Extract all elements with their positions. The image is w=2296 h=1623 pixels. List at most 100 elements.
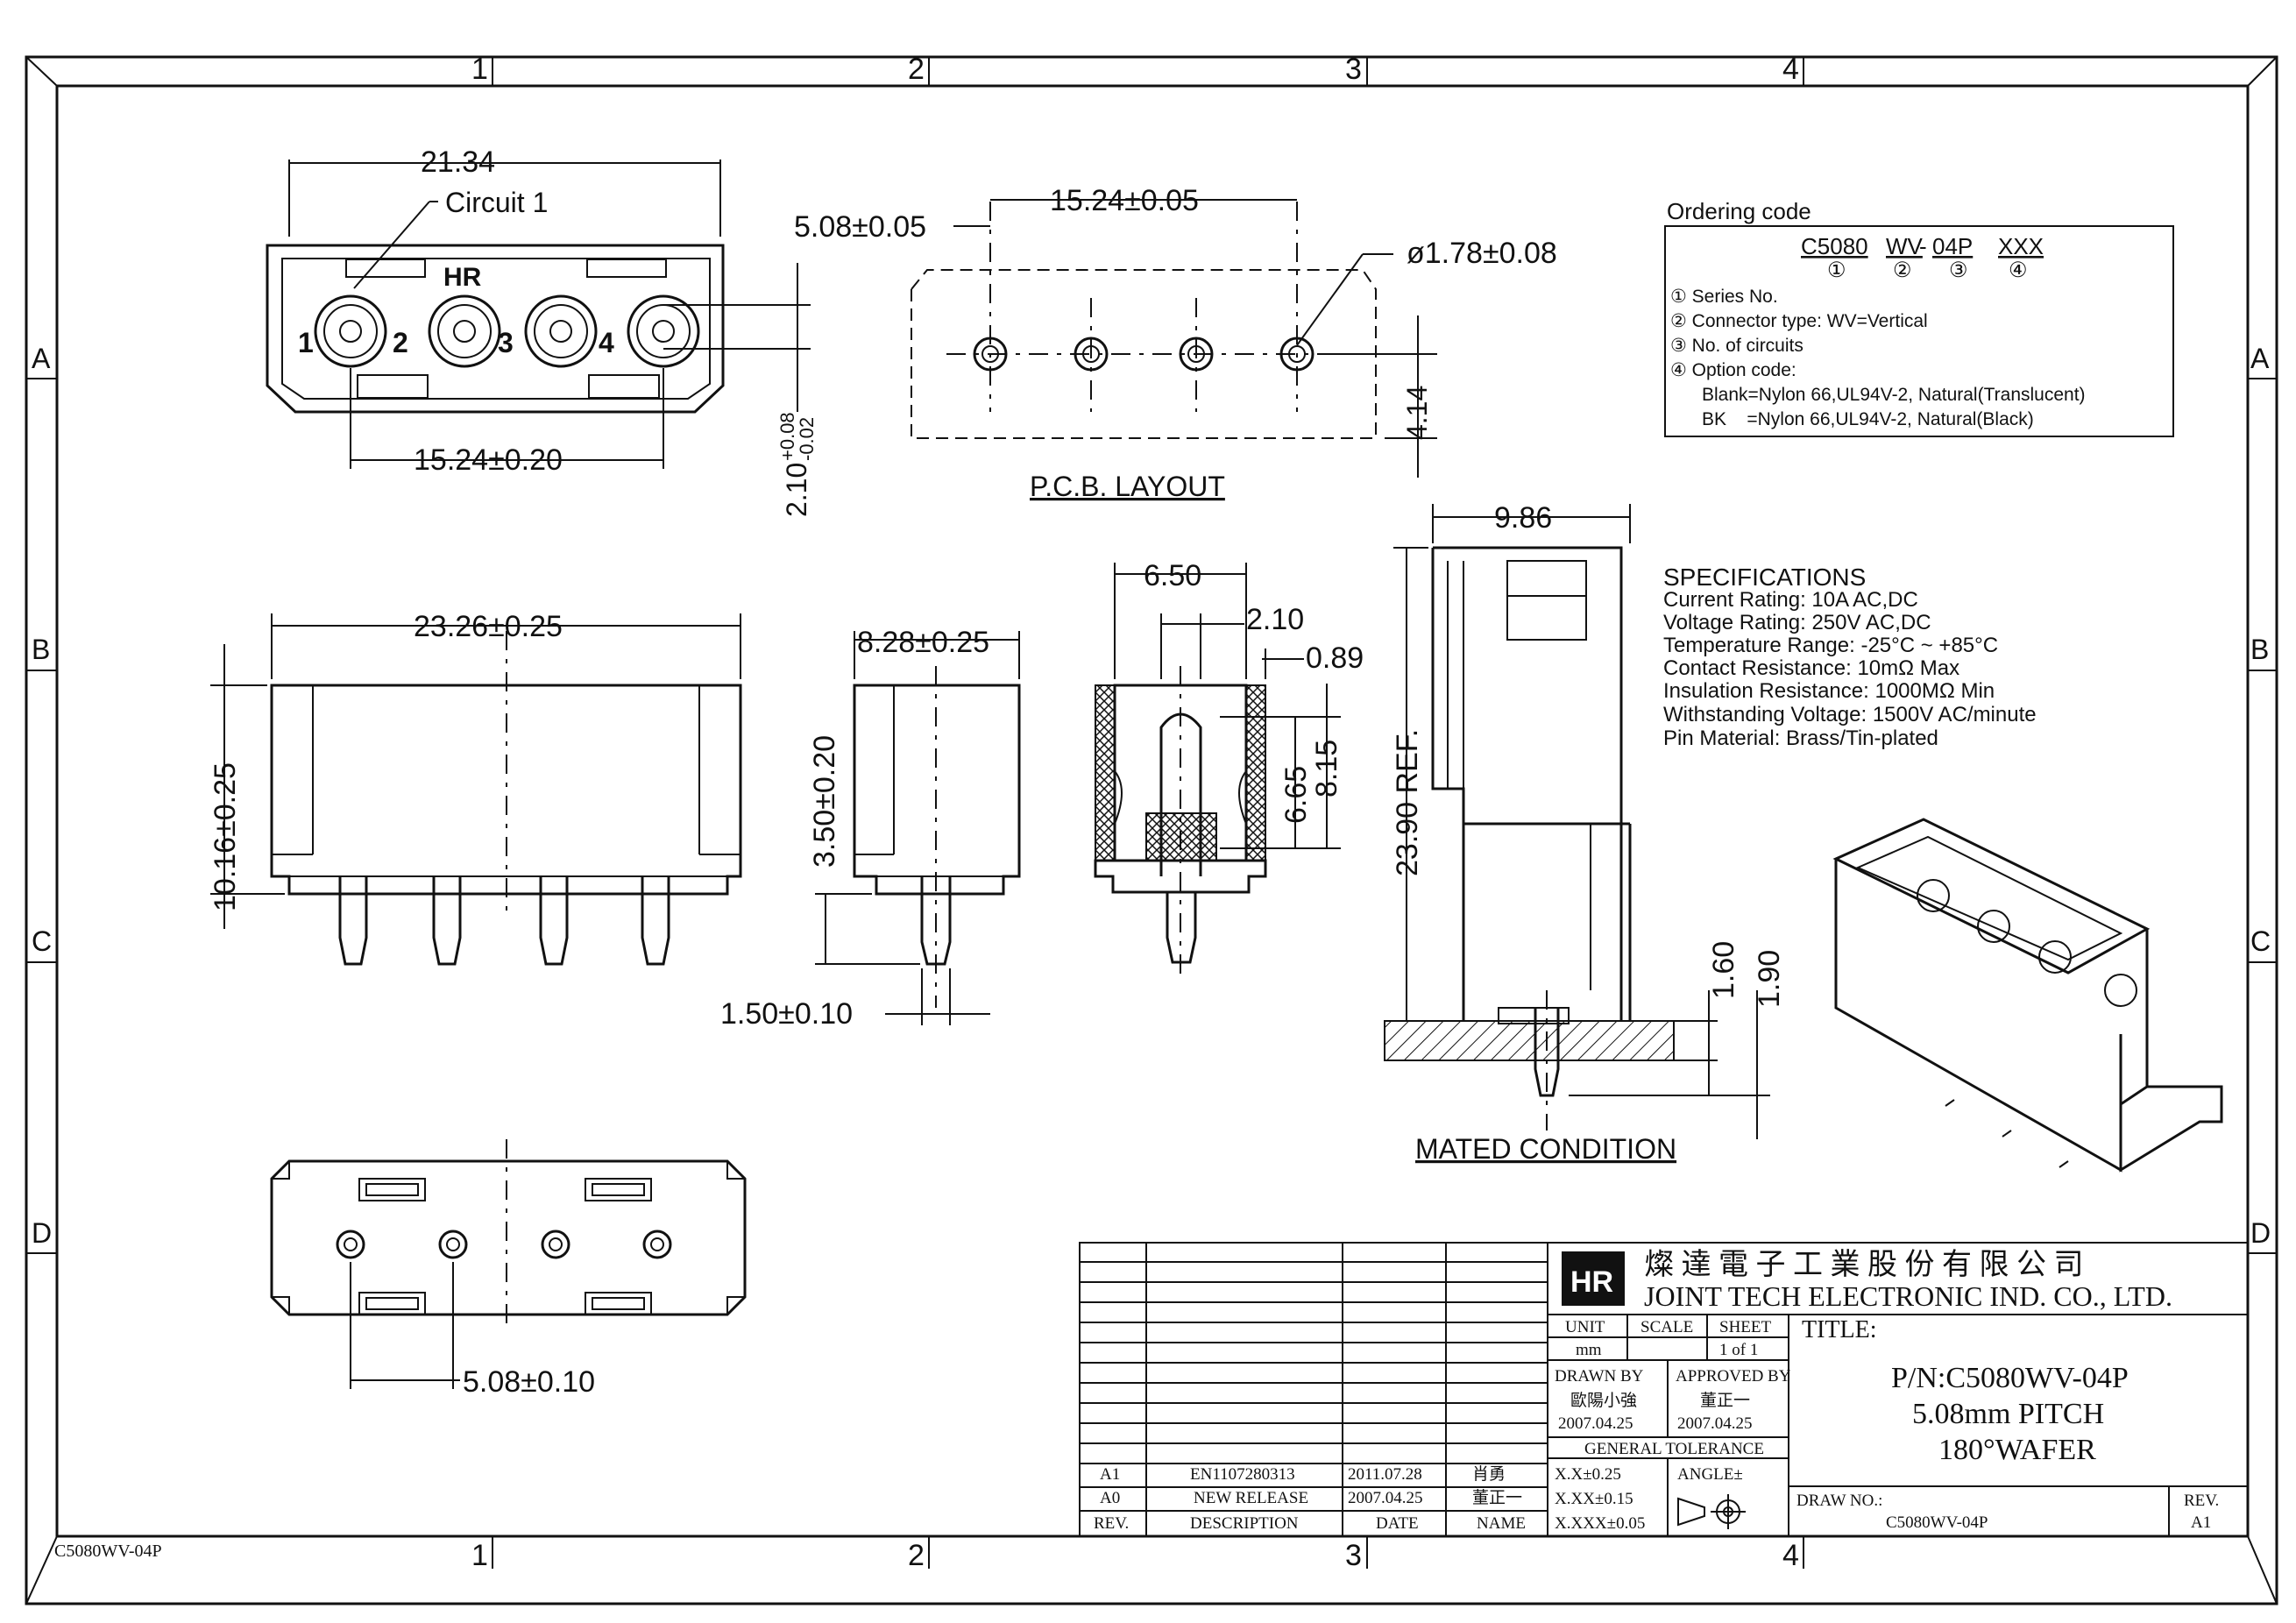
rev-value: A1 [2191,1513,2211,1532]
footer-code: C5080WV-04P [54,1541,162,1561]
rev-header: NAME [1477,1514,1526,1533]
dim-offset: 4.14 [1401,386,1433,440]
projection-symbol-icon [1677,1494,1746,1529]
pcb-layout-title: P.C.B. LAYOUT [1030,471,1225,502]
spec-line: Voltage Rating: 250V AC,DC [1663,611,1931,634]
logo-mark: HR [1570,1265,1613,1299]
spec-line: Current Rating: 10A AC,DC [1663,588,1918,612]
approved-by-name: 董正一 [1700,1391,1750,1410]
col-label: 1 [471,53,488,86]
column-labels: 1 2 3 4 1 2 3 4 [471,53,1799,1572]
rev-cell: 2011.07.28 [1348,1465,1422,1484]
row-label: D [2250,1217,2271,1249]
dim-width: 23.26±0.25 [414,610,563,643]
rev-header: REV. [1094,1514,1129,1533]
company-logo: HR [1562,1251,1625,1306]
row-labels: A B C D A B C D [32,343,2271,1249]
row-label: A [32,343,51,374]
rev-cell: 肖勇 [1472,1464,1506,1484]
pcb-holes [973,337,1315,372]
rev-cell: A1 [1100,1465,1120,1484]
bottom-pins [336,1230,672,1259]
dim-hole: ø1.78±0.08 [1407,237,1557,270]
code-part: XXX [1998,233,2044,259]
dim-pin-length: 3.50±0.20 [808,735,841,868]
pin-number: 2 [393,327,408,358]
title-line: 5.08mm PITCH [1912,1398,2104,1430]
ordering-code: Ordering code C5080 WV - 04P XXX ① ② ③ ④… [1664,198,2174,437]
code-part: - [1919,233,1927,259]
ordering-item: ① Series No. [1670,287,1778,307]
dim-board-1: 1.60 [1707,941,1740,999]
dim-contact-1: 6.65 [1279,766,1313,824]
ordering-item: Blank=Nylon 66,UL94V-2, Natural(Transluc… [1702,385,2086,405]
dim-width: 21.34 [421,145,495,179]
company-cn: 燦 達 電 子 工 業 股 份 有 限 公 司 [1644,1248,2084,1281]
sheet-label: SHEET [1719,1318,1772,1336]
dim-board-2: 1.90 [1753,950,1786,1008]
side-view: 23.26±0.25 10.16±0.25 [209,610,742,966]
dim-tol-upper: +0.08 [776,412,798,461]
ordering-item: BK =Nylon 66,UL94V-2, Natural(Black) [1702,409,2034,429]
spec-line: Pin Material: Brass/Tin-plated [1663,726,1938,750]
dim-height: 23.90 REF. [1391,729,1424,876]
row-label: D [32,1217,52,1249]
brand-mark: HR [443,263,482,292]
row-label: C [2250,925,2271,957]
spec-title: SPECIFICATIONS [1663,563,1866,591]
angle-label: ANGLE± [1677,1465,1743,1484]
rev-cell: NEW RELEASE [1194,1489,1308,1507]
isometric-view [1832,818,2223,1173]
pin-number: 3 [498,327,514,358]
dim-contact-2: 8.15 [1310,740,1343,797]
ordering-title: Ordering code [1667,198,1811,224]
col-label: 3 [1345,53,1362,86]
dim-wall: 2.10 [1246,603,1304,636]
rev-cell: EN1107280313 [1190,1465,1295,1484]
pin-number: 4 [599,327,614,358]
dim-span: 15.24±0.05 [1050,184,1199,217]
row-label: B [2250,634,2269,665]
code-part: C5080 [1801,233,1868,259]
title-label: TITLE: [1802,1316,1877,1343]
col-label: 1 [471,1539,488,1572]
pin-number: 1 [298,327,314,358]
code-part: WV [1886,233,1924,259]
pcb-layout: 15.24±0.05 5.08±0.05 ø1.78±0.08 4.14 P.C… [794,184,1557,502]
col-label: 4 [1782,1539,1799,1572]
title-line: P/N:C5080WV-04P [1891,1362,2129,1394]
dim-pitch: 15.24±0.20 [414,443,563,477]
col-label: 3 [1345,1539,1362,1572]
dim-depth: 8.28±0.25 [857,626,989,659]
code-mark: ① [1827,259,1846,282]
tolerance-value: X.XX±0.15 [1555,1490,1633,1508]
drawn-by-date: 2007.04.25 [1558,1414,1633,1433]
col-label: 2 [908,53,925,86]
rev-cell: 董正一 [1472,1488,1522,1507]
rev-header: DATE [1376,1514,1419,1533]
ordering-item: ③ No. of circuits [1670,336,1803,356]
revision-table: A1 EN1107280313 2011.07.28 肖勇 A0 NEW REL… [1079,1242,1548,1537]
title-block: A1 EN1107280313 2011.07.28 肖勇 A0 NEW REL… [1079,1242,2249,1537]
draw-no-label: DRAW NO.: [1796,1492,1882,1510]
rev-header: DESCRIPTION [1190,1514,1299,1533]
circuit-label: Circuit 1 [445,187,548,218]
dim-pitch: 5.08±0.10 [463,1365,595,1399]
spec-line: Contact Resistance: 10mΩ Max [1663,656,1959,680]
specifications: SPECIFICATIONS Current Rating: 10A AC,DC… [1663,563,2037,750]
approved-by-label: APPROVED BY [1676,1367,1791,1386]
approved-by-date: 2007.04.25 [1677,1414,1753,1433]
dim-pin-width: 1.50±0.10 [720,997,853,1031]
rev-cell: 2007.04.25 [1348,1489,1423,1507]
dim-sec-width: 6.50 [1144,559,1201,592]
front-view: HR 1 2 3 4 21.34 Circuit 1 15.24±0.20 2.… [266,145,818,517]
unit-label: UNIT [1565,1318,1605,1336]
title-line: 180°WAFER [1938,1434,2096,1466]
spec-line: Temperature Range: -25°C ~ +85°C [1663,634,1998,657]
pin-circles [314,294,700,368]
row-label: A [2250,343,2270,374]
rev-label: REV. [2184,1492,2219,1510]
code-part: 04P [1932,233,1973,259]
col-label: 4 [1782,53,1799,86]
drawn-by-name: 歐陽小強 [1570,1391,1637,1410]
